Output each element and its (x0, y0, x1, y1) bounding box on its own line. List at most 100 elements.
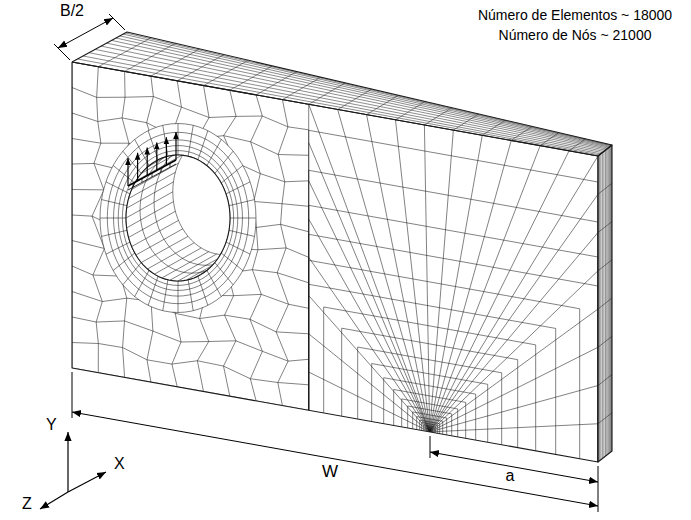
hatch (170, 163, 171, 167)
hole-mesh-line (188, 280, 193, 311)
outer-mesh (72, 62, 309, 410)
dimensions (54, 14, 598, 512)
top-face-mesh-line (95, 49, 604, 151)
top-face-mesh-line (282, 77, 321, 99)
top-face-mesh-line (125, 43, 176, 71)
hole-wall-line (186, 130, 233, 156)
axis-label-slot: X (114, 455, 125, 473)
top-face-mesh-line (482, 120, 505, 135)
dimension-label-slot: B/2 (60, 2, 84, 20)
hole-mesh-line (198, 131, 208, 160)
hole-wall-line (136, 229, 183, 255)
hole-mesh-line (118, 146, 238, 291)
hole-wall-line (229, 182, 276, 208)
mesh-line (72, 88, 309, 130)
right-face-mesh-line (598, 298, 612, 309)
hole-mesh-line (163, 125, 168, 156)
top-face-mesh-line (112, 40, 608, 148)
hole-wall-line (202, 136, 249, 162)
hole-mesh-line-group (100, 124, 256, 313)
crack-tip-mesh-line (309, 260, 580, 458)
load-arrow (147, 148, 148, 176)
load-line (128, 160, 176, 186)
top-face-mesh-line (511, 126, 532, 140)
extension-line (72, 372, 73, 418)
right-face-mesh-line (598, 260, 612, 271)
hole-wall-line (224, 220, 271, 246)
crack-tip-mesh-line (394, 389, 466, 438)
crack-tip-mesh-line (309, 372, 430, 432)
mesh-line (72, 317, 309, 361)
load-arrows (128, 132, 176, 190)
crack-tip-mesh-line (309, 205, 598, 462)
hole-mesh-line (101, 200, 127, 206)
top-face-mesh-line (98, 38, 151, 67)
hole-wall-line (194, 132, 241, 158)
crack-tip-mesh-line (430, 194, 598, 432)
hole-mesh-line (126, 155, 230, 281)
hole-wall-line (132, 220, 179, 246)
hole-wall-line (140, 147, 244, 273)
axis-arrow (40, 492, 68, 509)
top-face-mesh-line (177, 55, 224, 81)
hole-mesh-line (114, 140, 243, 296)
crack-tip-mesh-line (309, 284, 556, 454)
hole-mesh-line (113, 165, 135, 183)
top-face-mesh-line (309, 83, 346, 104)
top-face-mesh-line (395, 101, 425, 119)
hole-mesh-line (221, 165, 243, 183)
hole-wall-line (129, 172, 176, 198)
axis-triad (40, 432, 106, 509)
hole-mesh-line (207, 139, 221, 165)
hole-wall (126, 129, 277, 281)
top-face-mesh-line (424, 108, 452, 125)
hatch (133, 183, 134, 187)
top-face-mesh-line (123, 34, 611, 146)
hatch (152, 173, 153, 177)
crack-tip-mesh-line (324, 307, 536, 451)
mesh-line (276, 100, 288, 406)
right-face-mesh-line (598, 336, 612, 347)
hole-wall-line (220, 155, 267, 181)
hole-mesh-line (106, 182, 130, 194)
dimension-label-slot: W (322, 463, 338, 482)
top-face-mesh-line (453, 114, 478, 130)
crack-tip-mesh-line (430, 233, 598, 432)
right-face-mesh-line-group (598, 145, 612, 461)
crack-tip-mesh-line-group (309, 104, 598, 462)
load-arrow (166, 137, 167, 165)
top-face-mesh-line (540, 133, 559, 146)
mesh-line (72, 113, 309, 155)
outline (126, 155, 230, 281)
hole-mesh-line (163, 280, 168, 311)
load-arrow (156, 142, 157, 170)
hole-wall-line (227, 172, 274, 198)
hole-wall-line (129, 211, 176, 237)
dimension-label: W (322, 463, 338, 482)
top-face-mesh-line-group (78, 33, 612, 155)
outline (72, 62, 598, 462)
hole-mesh-line (123, 263, 141, 285)
hole-mesh-line (135, 270, 149, 296)
outline-group (72, 32, 612, 462)
hole-mesh-line (106, 242, 130, 254)
top-face-mesh-line (256, 72, 297, 95)
extension-line (109, 14, 125, 30)
mesh-line (72, 292, 309, 334)
hole-mesh-line (207, 270, 221, 296)
hole-mesh-line (123, 151, 141, 173)
hole-wall-line (178, 129, 225, 155)
crack-tip-mesh-line (430, 309, 598, 432)
hole-wall-line (227, 211, 274, 237)
top-face-mesh-line (116, 38, 609, 147)
mesh-line (72, 343, 309, 385)
axis-label-slot: Y (46, 416, 57, 434)
hole-mesh-line (100, 124, 256, 313)
hole-wall-line (215, 236, 262, 262)
hole-mesh-line (226, 182, 250, 194)
hole-mesh-line (230, 218, 256, 219)
hole-mesh-line (229, 230, 255, 236)
